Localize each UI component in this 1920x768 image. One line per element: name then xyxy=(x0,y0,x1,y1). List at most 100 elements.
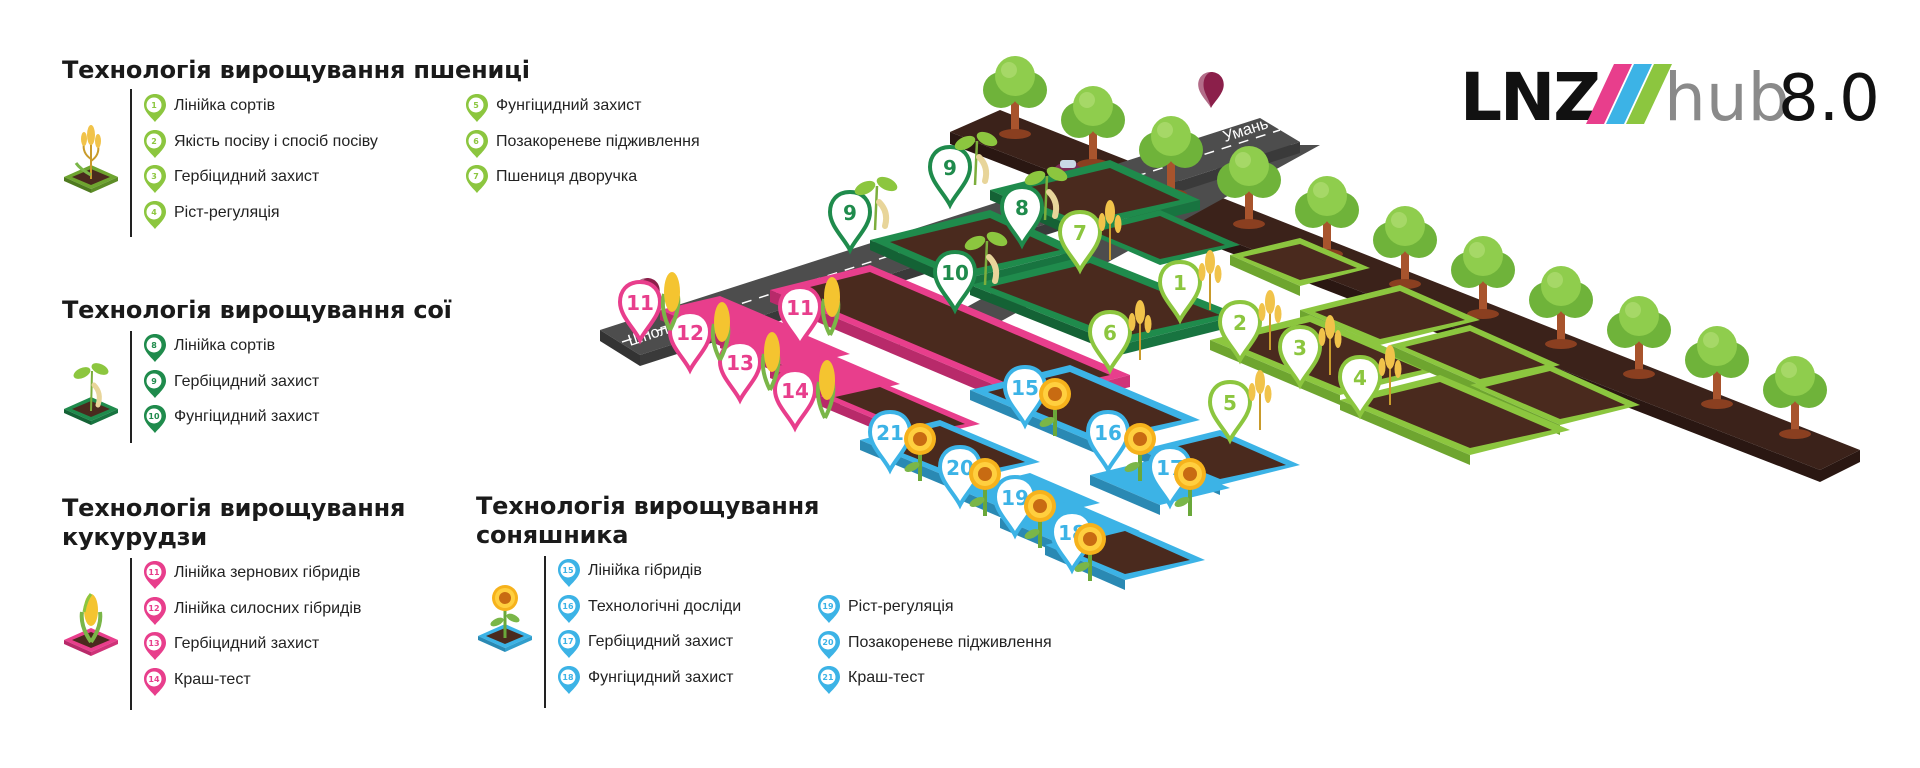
tree-icon xyxy=(1373,206,1437,289)
corn-icon xyxy=(710,302,731,361)
corn-icon xyxy=(660,272,681,331)
svg-text:2: 2 xyxy=(151,137,157,146)
wheat-icon xyxy=(1318,315,1342,375)
svg-text:11: 11 xyxy=(626,291,654,315)
plot-marker-16: 16 xyxy=(1085,409,1131,475)
svg-text:3: 3 xyxy=(151,172,157,181)
tree-icon xyxy=(1529,266,1593,349)
corn-icon xyxy=(820,277,841,336)
lnz-hub-logo: LNZ hub 8.0 xyxy=(1460,59,1880,136)
svg-text:12: 12 xyxy=(676,321,704,345)
plot-marker-10: 10 xyxy=(932,249,978,315)
tree-icon xyxy=(1451,236,1515,319)
sunflower-icon xyxy=(1039,378,1071,436)
plot-marker-4: 4 xyxy=(1337,354,1383,420)
soy-icon xyxy=(964,231,1008,286)
logo-version: 8.0 xyxy=(1778,62,1880,136)
corn-icon xyxy=(815,360,836,419)
plot-marker-1: 1 xyxy=(1157,259,1203,325)
svg-text:20: 20 xyxy=(822,638,834,647)
svg-text:15: 15 xyxy=(562,566,574,575)
corn-divider xyxy=(130,558,132,710)
plot-marker-14: 14 xyxy=(772,367,818,433)
plot-marker-9: 9 xyxy=(927,144,973,210)
corn-icon xyxy=(760,332,781,391)
plot-marker-5: 5 xyxy=(1207,379,1253,445)
svg-text:3: 3 xyxy=(1293,336,1307,360)
sunflower-divider xyxy=(544,556,546,708)
plot-marker-6: 6 xyxy=(1087,309,1133,375)
corn-plot-icon xyxy=(64,593,118,656)
tree-icon xyxy=(1607,296,1671,379)
svg-text:6: 6 xyxy=(473,137,479,146)
soy-icon xyxy=(854,176,898,231)
location-pin-icon xyxy=(1198,72,1224,108)
tree-icon xyxy=(983,56,1047,139)
soy-icon xyxy=(1024,166,1068,221)
crop-decorations xyxy=(660,131,1402,581)
wheat-divider xyxy=(130,89,132,237)
svg-text:6: 6 xyxy=(1103,321,1117,345)
plot-marker-11: 11 xyxy=(777,284,823,350)
svg-text:10: 10 xyxy=(941,261,969,285)
svg-text:16: 16 xyxy=(562,602,574,611)
svg-text:4: 4 xyxy=(1353,366,1367,390)
sunflower-plot-icon xyxy=(478,585,532,652)
svg-text:5: 5 xyxy=(1223,391,1237,415)
svg-text:11: 11 xyxy=(786,296,814,320)
svg-text:14: 14 xyxy=(781,379,809,403)
svg-text:8: 8 xyxy=(1015,196,1029,220)
sunflower-icon xyxy=(1124,423,1156,481)
sunflower-icon xyxy=(1024,490,1056,548)
svg-text:1: 1 xyxy=(1173,271,1187,295)
wheat-plot-icon xyxy=(64,125,118,193)
soy-divider xyxy=(130,331,132,443)
svg-text:21: 21 xyxy=(876,421,904,445)
wheat-icon xyxy=(1198,250,1222,310)
wheat-icon xyxy=(1128,300,1152,360)
plot-marker-8: 8 xyxy=(999,184,1045,250)
svg-text:9: 9 xyxy=(943,156,957,180)
tree-icon xyxy=(1217,146,1281,229)
tree-icon xyxy=(1685,326,1749,409)
plot-marker-9: 9 xyxy=(827,189,873,255)
logo-brand: LNZ xyxy=(1460,59,1599,136)
tree-row xyxy=(983,56,1827,439)
svg-text:15: 15 xyxy=(1011,376,1039,400)
soy-title: Технологія вирощування сої xyxy=(62,296,452,324)
sunflower-icon xyxy=(1074,523,1106,581)
plot-marker-21: 21 xyxy=(867,409,913,475)
tree-icon xyxy=(1763,356,1827,439)
plot-marker-11: 11 xyxy=(617,279,663,345)
svg-text:17: 17 xyxy=(562,637,573,646)
svg-text:4: 4 xyxy=(151,208,157,217)
sunflower-icon xyxy=(1174,458,1206,516)
plot-marker-2: 2 xyxy=(1217,299,1263,365)
sunflower-icon xyxy=(969,458,1001,516)
svg-text:9: 9 xyxy=(843,201,857,225)
svg-text:18: 18 xyxy=(562,673,574,682)
soy-icon xyxy=(954,131,998,186)
logo-slashes-icon xyxy=(1586,64,1672,124)
wheat-icon xyxy=(1248,370,1272,430)
svg-text:7: 7 xyxy=(1073,221,1087,245)
svg-text:21: 21 xyxy=(822,673,834,682)
